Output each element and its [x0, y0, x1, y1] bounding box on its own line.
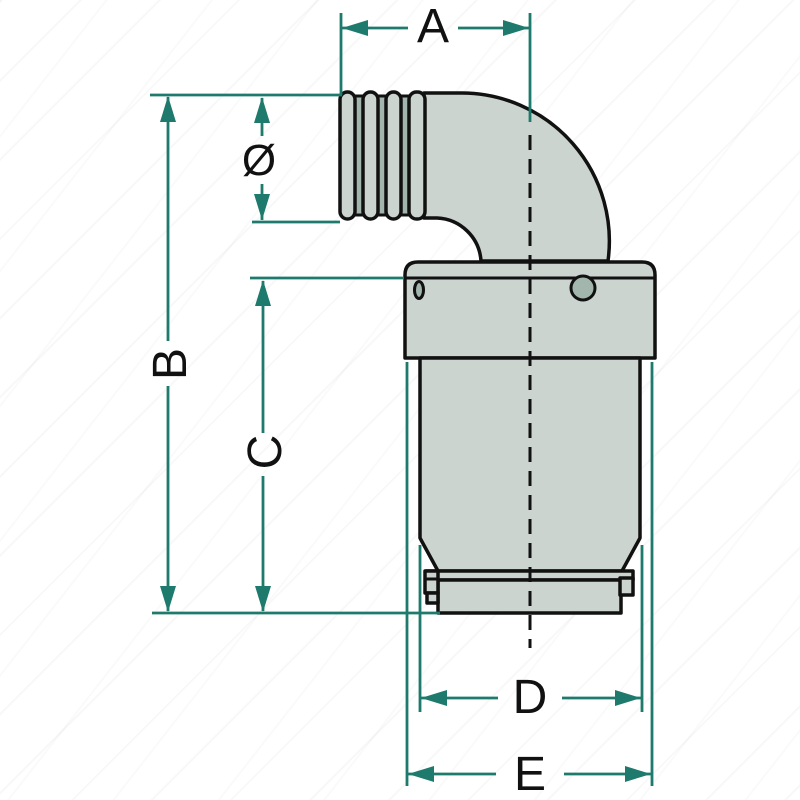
arrow-down-icon [160, 586, 176, 612]
hose-valleys [347, 94, 417, 217]
flange-slot-hole [413, 280, 425, 300]
elbow-body [422, 91, 612, 263]
arrow-left-icon [342, 20, 368, 36]
dim-label-e: E [514, 748, 546, 800]
arrow-up-icon [254, 97, 270, 123]
right-clamp-tab [618, 576, 635, 597]
flange-port-circle [569, 274, 597, 302]
arrow-right-icon [615, 690, 641, 706]
arrow-left-icon [421, 690, 447, 706]
arrow-down-icon [254, 194, 270, 220]
arrow-right-icon [625, 766, 651, 782]
dimension-a: A [339, 0, 532, 122]
dimension-d: D [418, 545, 644, 724]
dim-label-b: B [144, 348, 197, 380]
dimension-diameter: Ø [150, 93, 342, 224]
left-clamp-tab [423, 569, 440, 605]
dimension-c: C [239, 276, 404, 612]
arrow-right-icon [503, 20, 529, 36]
dim-label-d: D [513, 671, 548, 724]
arrow-up-icon [255, 280, 271, 306]
fitting-part [338, 90, 657, 648]
dim-label-diameter: Ø [242, 136, 276, 185]
dimension-e: E [405, 362, 654, 800]
dimension-b: B [144, 96, 197, 612]
dim-label-a: A [417, 0, 449, 53]
arrow-up-icon [160, 96, 176, 122]
arrow-down-icon [255, 586, 271, 612]
dim-label-c: C [239, 435, 292, 470]
arrow-left-icon [408, 766, 434, 782]
hose-ribs [338, 90, 427, 221]
